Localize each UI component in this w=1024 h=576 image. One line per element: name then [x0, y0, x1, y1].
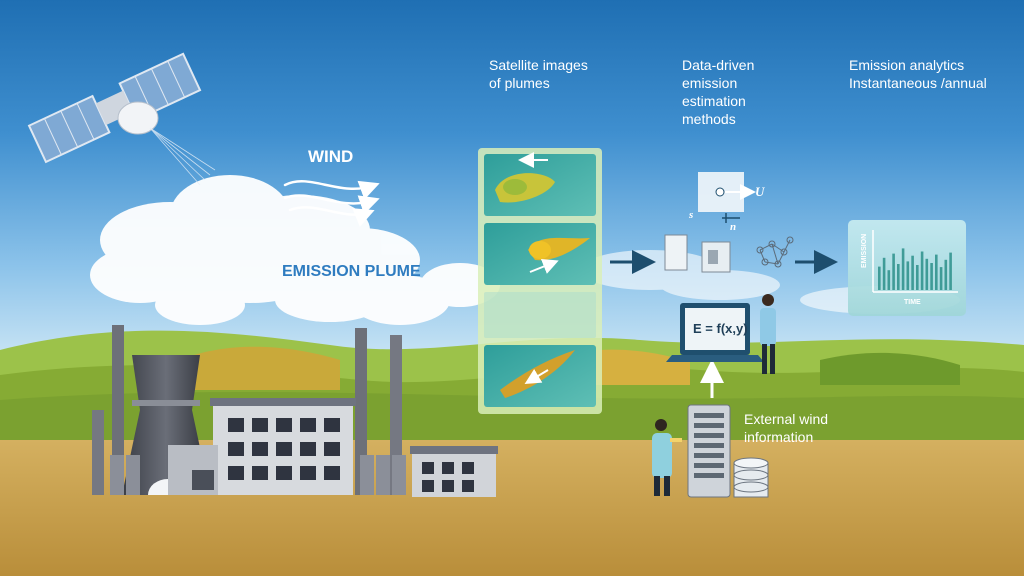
chart-bar — [916, 265, 919, 290]
scientist-figure — [652, 419, 682, 496]
chart-bar — [930, 263, 933, 290]
chart-bar — [892, 253, 895, 290]
chart-bar — [897, 264, 900, 290]
method-icons — [664, 234, 794, 273]
chimney — [92, 410, 104, 495]
chimney — [112, 325, 124, 495]
plume-image-1 — [484, 152, 596, 216]
chart-bar — [920, 251, 924, 290]
chart-bar — [887, 270, 891, 290]
chart-bar — [878, 266, 881, 290]
chart-y-label: EMISSION — [861, 234, 868, 268]
chart-bar — [911, 255, 914, 290]
chart-bar — [949, 252, 952, 290]
data-driven-methods-label: Data-driven emission estimation methods — [682, 57, 755, 127]
chart-x-label: TIME — [904, 299, 921, 306]
emission-plume-label: EMISSION PLUME — [282, 263, 421, 280]
laptop-icon — [666, 303, 764, 362]
neural-net-icon — [756, 236, 794, 268]
chart-bar — [901, 248, 905, 290]
emission-analytics-label: Emission analytics Instantaneous /annual — [849, 57, 987, 91]
chart-bar — [944, 259, 948, 290]
vector-n-label: n — [730, 221, 736, 233]
vector-diagram — [698, 172, 756, 223]
power-plant — [92, 325, 498, 497]
external-wind-label: External wind information — [744, 411, 829, 445]
chart-bar — [939, 267, 943, 290]
equation-label: E = f(x,y) — [693, 321, 748, 336]
chart-bar — [925, 258, 929, 290]
satellite-icon — [27, 52, 216, 186]
satellite-images-label: Satellite images of plumes — [489, 57, 588, 91]
chart-bar — [935, 254, 938, 290]
chart-bar — [882, 257, 886, 290]
chimney — [355, 328, 367, 495]
server-icon — [687, 404, 731, 498]
vector-s-label: s — [688, 209, 693, 221]
chart-bar — [906, 261, 910, 290]
wind-label: WIND — [308, 147, 353, 166]
analyst-figure — [760, 294, 776, 374]
satellite-image-strip — [478, 148, 602, 414]
vector-u-label: U — [755, 184, 765, 199]
emission-chart-panel — [848, 220, 966, 316]
plume-image-3 — [484, 345, 596, 407]
database-icon — [733, 457, 769, 498]
emission-plume-cloud — [90, 175, 500, 325]
wind-icon — [283, 180, 380, 227]
plume-image-2 — [484, 223, 596, 285]
